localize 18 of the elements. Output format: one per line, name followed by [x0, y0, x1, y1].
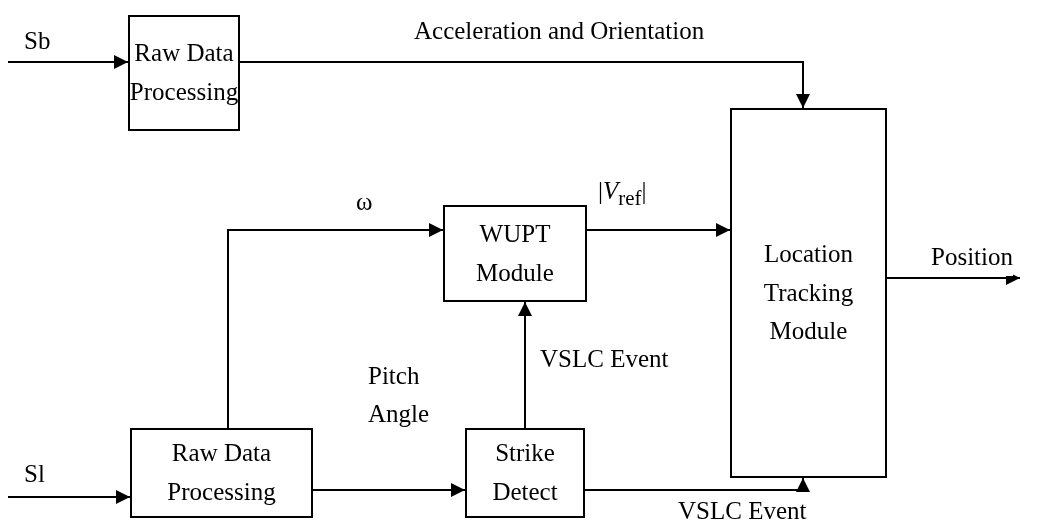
box-label: Raw Data Processing — [166, 438, 277, 507]
arrow — [586, 223, 731, 237]
box-label: Raw Data Processing — [129, 38, 239, 107]
box-label: Strike Detect — [491, 438, 559, 507]
arrow — [7, 490, 131, 504]
arrow — [7, 55, 129, 69]
box-label: Location Tracking Module — [762, 238, 855, 347]
arrow — [227, 223, 444, 429]
arrow — [584, 477, 810, 492]
arrow — [312, 483, 466, 497]
arrow — [239, 61, 810, 109]
box-label: WUPT Module — [475, 218, 555, 288]
arrow — [518, 301, 532, 429]
process-box — [130, 428, 313, 518]
process-box — [730, 108, 887, 478]
process-box — [128, 15, 240, 131]
process-box — [443, 205, 587, 302]
process-box — [465, 428, 585, 518]
